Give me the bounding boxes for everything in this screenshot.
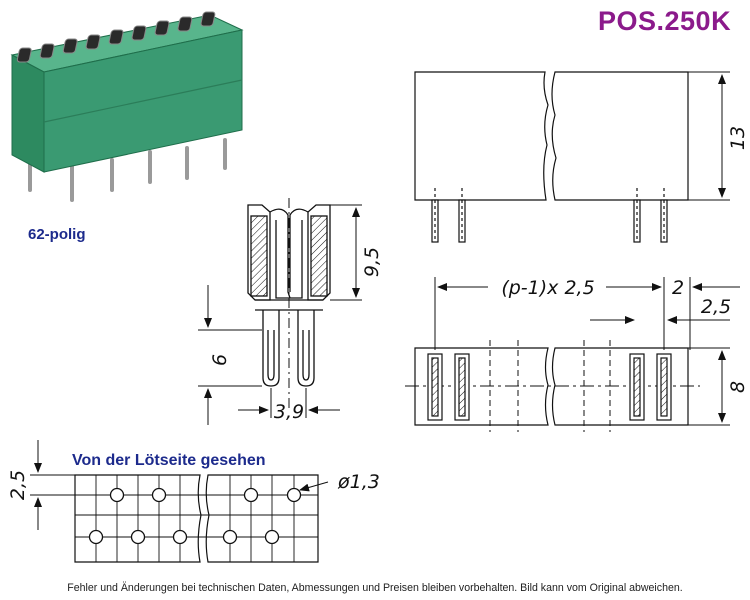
dimension-grid-pitch-label: 2,5: [7, 470, 29, 500]
solder-hole-grid: [30, 440, 329, 563]
dimension-hole-diameter-label: ø1,3: [337, 471, 380, 493]
cross-section-drawing: [247, 198, 331, 410]
footer-disclaimer: Fehler und Änderungen bei technischen Da…: [67, 582, 683, 594]
dimension-height-label: 13: [727, 126, 749, 150]
dimension-pin-spacing: [238, 388, 340, 418]
dimension-pitch-formula-label: (p-1)x 2,5: [501, 277, 594, 299]
dimension-pin-spacing-label: 3,9: [274, 401, 304, 423]
connector-photo: [10, 11, 244, 202]
position-code: POS.250K: [598, 6, 732, 36]
dimension-pitch: [434, 277, 740, 350]
top-view-drawing: [405, 340, 730, 432]
dimension-end-pitch-label: 2,5: [701, 296, 731, 318]
dimension-contact-height: [330, 204, 362, 301]
solder-side-title: Von der Lötseite gesehen: [72, 452, 266, 469]
dimension-contact-height-label: 9,5: [361, 247, 383, 277]
pole-count-label: 62-polig: [28, 226, 86, 243]
side-view-drawing: [414, 71, 730, 243]
dimension-pin-length-label: 6: [209, 354, 231, 366]
dimension-pin-length: [198, 285, 262, 425]
dimension-depth-label: 8: [727, 381, 749, 393]
dimension-end-offset-label: 2: [672, 277, 684, 299]
